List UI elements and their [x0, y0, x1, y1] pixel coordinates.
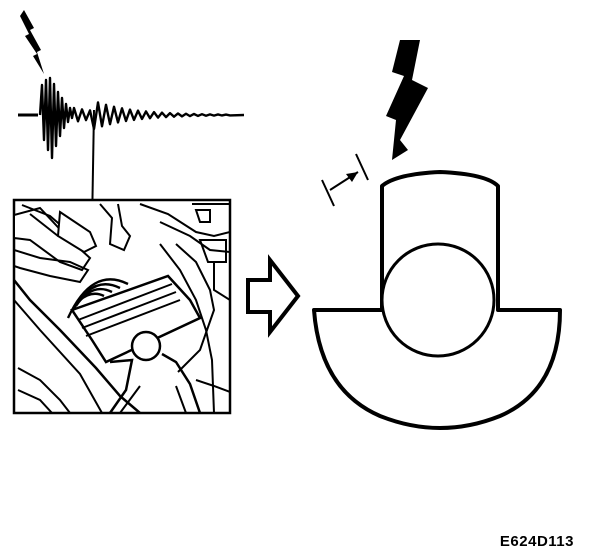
lightning-bolt-icon: [20, 10, 44, 74]
cylinder-cross-section: [12, 198, 232, 415]
figure-code-label: E624D113: [499, 533, 574, 550]
lightning-bolt-icon: [386, 40, 428, 160]
knock-sensor-body: [312, 170, 562, 430]
hollow-right-arrow-icon: [246, 254, 301, 338]
dimension-indicator: [321, 153, 369, 207]
sensor-center-hole: [380, 242, 496, 358]
